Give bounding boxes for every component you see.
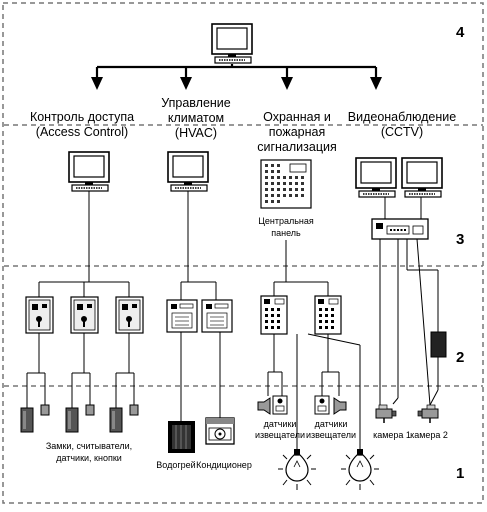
access-devices-label-line1: Замки, считыватели, xyxy=(46,441,132,451)
lamp-1-icon xyxy=(277,448,317,491)
hvac-computer-icon xyxy=(167,151,209,192)
level-3-label: 3 xyxy=(456,231,464,248)
security-panel-2-icon xyxy=(314,295,342,335)
video-recorder-icon xyxy=(371,218,429,240)
button-3-icon xyxy=(129,404,139,416)
sensor-2-icon xyxy=(314,395,330,415)
hvac-controller-1-icon xyxy=(166,299,198,333)
access-computer-icon xyxy=(68,151,110,192)
camera-2-icon xyxy=(417,404,439,424)
siren-1-icon xyxy=(257,397,271,415)
security-title-line3: сигнализация xyxy=(257,140,337,154)
button-1-icon xyxy=(40,404,50,416)
access-reader-1-icon xyxy=(25,296,54,334)
security-title-line2: пожарная xyxy=(269,125,325,139)
camera-1-icon xyxy=(375,404,397,424)
central-panel-label-line1: Центральная xyxy=(258,216,314,226)
cctv-monitor-1-icon xyxy=(355,157,397,198)
air-conditioner-label: Кондиционер xyxy=(196,460,252,470)
top-computer-icon xyxy=(211,23,253,64)
central-panel-icon xyxy=(260,159,312,209)
water-heater-icon xyxy=(168,421,195,453)
water-heater-label: Водогрей xyxy=(156,460,195,470)
lock-2-icon xyxy=(65,407,79,433)
security-panel-1-icon xyxy=(260,295,288,335)
power-unit-icon xyxy=(430,331,447,358)
lock-3-icon xyxy=(109,407,123,433)
central-panel-label-line2: панель xyxy=(271,228,301,238)
sensors-2-label-line2: извещатели xyxy=(306,430,356,440)
sensors-1-label-line2: извещатели xyxy=(255,430,305,440)
cctv-monitor-2-icon xyxy=(401,157,443,198)
frame xyxy=(2,2,484,504)
siren-2-icon xyxy=(333,397,347,415)
security-title-line1: Охранная и xyxy=(263,110,331,124)
access-title-line1: Контроль доступа xyxy=(30,110,134,124)
sensors-2-label-line1: датчики xyxy=(315,419,348,429)
lock-1-icon xyxy=(20,407,34,433)
hvac-title-line2: климатом xyxy=(168,111,224,125)
access-title-line2: (Access Control) xyxy=(36,125,128,139)
hvac-title-line1: Управление xyxy=(161,96,231,110)
cctv-title-line1: Видеонаблюдение xyxy=(348,110,456,124)
hvac-title-line3: (HVAC) xyxy=(175,126,217,140)
access-reader-3-icon xyxy=(115,296,144,334)
cctv-title-line2: (CCTV) xyxy=(381,125,423,139)
access-devices-label-line2: датчики, кнопки xyxy=(56,453,122,463)
sensors-1-label-line1: датчики xyxy=(264,419,297,429)
distribution-arrows xyxy=(91,64,382,90)
wiring xyxy=(26,191,439,449)
level-2-label: 2 xyxy=(456,349,464,366)
camera-2-label: камера 2 xyxy=(410,430,448,440)
button-2-icon xyxy=(85,404,95,416)
access-reader-2-icon xyxy=(70,296,99,334)
air-conditioner-icon xyxy=(205,417,235,445)
lamp-2-icon xyxy=(340,448,380,491)
sensor-1-icon xyxy=(272,395,288,415)
hvac-controller-2-icon xyxy=(201,299,233,333)
camera-1-label: камера 1 xyxy=(373,430,411,440)
level-1-label: 1 xyxy=(456,465,464,482)
level-4-label: 4 xyxy=(456,24,465,41)
